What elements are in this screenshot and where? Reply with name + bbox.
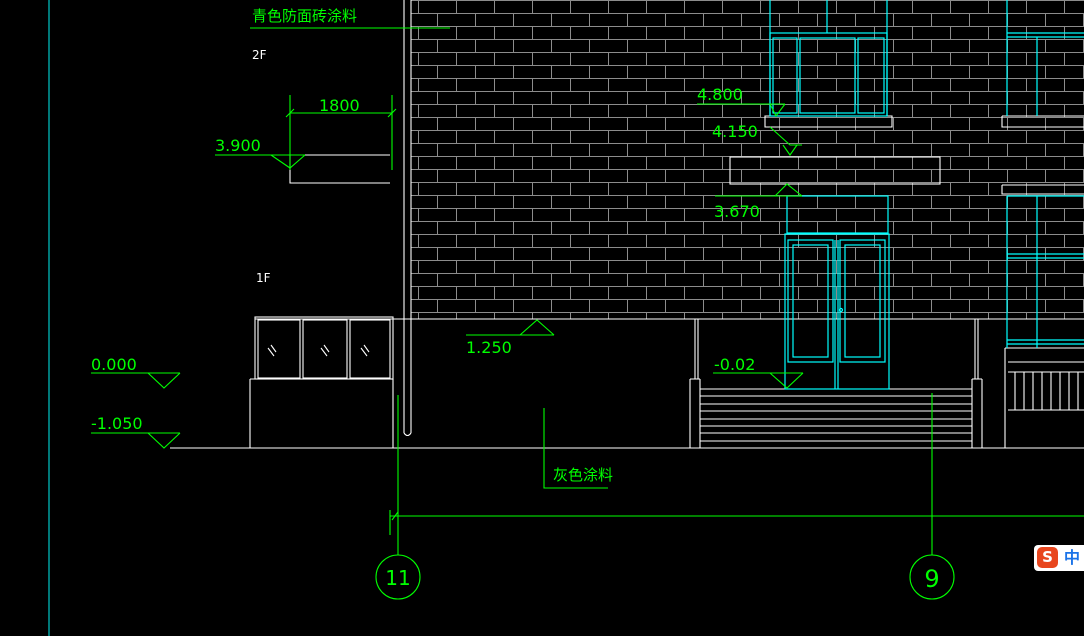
dimension-1800: 1800 — [319, 96, 360, 115]
ime-status-bar[interactable]: S 中 — [1034, 545, 1084, 571]
elevation-4800: 4.800 — [697, 85, 743, 104]
floor-label-1f: 1F — [256, 271, 271, 285]
ime-logo-icon[interactable]: S — [1037, 547, 1058, 568]
material-note-bottom: 灰色涂料 — [553, 466, 613, 484]
ime-mode-toggle[interactable]: 中 — [1064, 548, 1081, 567]
openings-cyan — [769, 0, 1084, 390]
elevation-3670: 3.670 — [714, 202, 760, 221]
elevation-4150: 4.150 — [712, 122, 758, 141]
elevation-3900: 3.900 — [215, 136, 261, 155]
axis-label-11: 11 — [385, 566, 410, 590]
elevation-minus-1050: -1.050 — [91, 414, 143, 433]
axis-label-9: 9 — [924, 565, 939, 593]
brick-wall — [411, 0, 1084, 319]
material-note-top: 青色防面砖涂料 — [252, 7, 357, 25]
building-outline — [170, 0, 1084, 449]
floor-label-2f: 2F — [252, 48, 267, 62]
floor-label-group: 2F 1F — [252, 48, 271, 285]
elevation-0000: 0.000 — [91, 355, 137, 374]
annotation-linework — [91, 27, 1084, 600]
elevation-1250: 1.250 — [466, 338, 512, 357]
elevation-minus-002: -0.02 — [714, 355, 755, 374]
annotation-text-group: 青色防面砖涂料 1800 3.900 4.800 4.150 3.670 0.0… — [91, 7, 940, 593]
